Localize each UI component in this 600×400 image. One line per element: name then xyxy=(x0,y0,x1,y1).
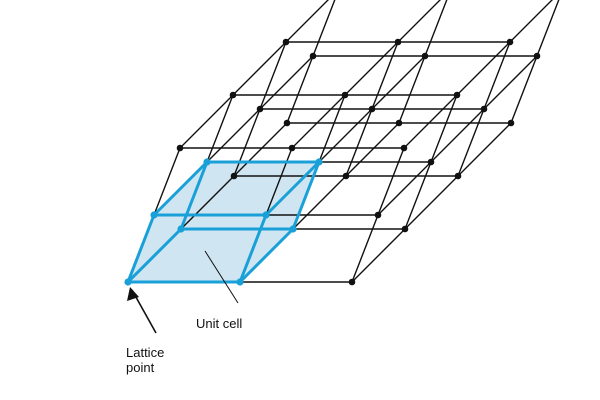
lattice-point-label-line1: Lattice xyxy=(126,345,165,360)
unit-cell-edge xyxy=(152,160,209,217)
lattice-line xyxy=(291,94,346,149)
unit-cell-point xyxy=(203,158,211,166)
lattice-point xyxy=(342,172,350,180)
lattice-line xyxy=(403,94,458,149)
lattice-line xyxy=(318,108,373,163)
lattice-line xyxy=(344,41,399,96)
unit-cell-edge xyxy=(291,160,321,231)
lattice-point xyxy=(283,119,291,127)
lattice-line xyxy=(206,94,234,163)
callout-lines xyxy=(127,250,239,334)
lattice-point xyxy=(507,119,515,127)
lattice-line xyxy=(312,0,336,57)
lattice-line xyxy=(259,41,287,110)
lattice-line xyxy=(265,147,293,216)
lattice-line xyxy=(206,108,261,163)
lattice-line xyxy=(483,55,538,110)
lattice-line xyxy=(233,108,261,177)
unit-cell-point xyxy=(236,278,244,286)
lattice-point xyxy=(427,158,435,166)
lattice-line xyxy=(457,122,512,177)
lattice-point xyxy=(368,105,376,113)
lattice-line xyxy=(509,0,553,43)
unit-cell-edge xyxy=(264,160,321,217)
unit-cell-outline xyxy=(126,160,321,284)
lattice-point xyxy=(395,119,403,127)
lattice-line xyxy=(377,147,405,216)
lattice-line xyxy=(259,55,314,110)
unit-cell-edge xyxy=(238,213,268,284)
unit-cell-point xyxy=(124,278,132,286)
lattice-line xyxy=(457,108,485,177)
unit-cell-leader-line xyxy=(204,250,239,304)
lattice-line xyxy=(233,122,288,177)
unit-cell-edge xyxy=(179,160,209,231)
lattice-line xyxy=(398,55,426,124)
lattice-line xyxy=(318,94,346,163)
lattice-line xyxy=(397,0,441,43)
lattice-point-label: Lattice point xyxy=(126,345,164,375)
lattice-point xyxy=(533,52,541,60)
lattice-line xyxy=(292,175,347,230)
lattice-point xyxy=(401,225,409,233)
lattice-point xyxy=(421,52,429,60)
lattice-line xyxy=(286,55,314,124)
lattice-point xyxy=(341,91,349,99)
lattice-line xyxy=(371,55,426,110)
lattice-line xyxy=(351,228,406,283)
lattice-point xyxy=(400,144,408,152)
lattice-line xyxy=(404,175,459,230)
lattice-line xyxy=(377,161,432,216)
lattice-point xyxy=(348,278,356,286)
lattice-line xyxy=(456,41,511,96)
lattice-line xyxy=(430,94,458,163)
lattice-grid-lines xyxy=(153,0,560,283)
lattice-point xyxy=(506,38,514,46)
lattice-line xyxy=(483,41,511,110)
unit-cell-point xyxy=(150,211,158,219)
lattice-line xyxy=(430,108,485,163)
lattice-line xyxy=(371,41,399,110)
lattice-line xyxy=(424,0,448,57)
lattice-point xyxy=(480,105,488,113)
unit-cell-point xyxy=(289,225,297,233)
unit-cell-edge xyxy=(126,213,156,284)
lattice-point xyxy=(282,38,290,46)
lattice-point-label-line2: point xyxy=(126,360,155,375)
lattice-line xyxy=(404,161,432,230)
lattice-point xyxy=(229,91,237,99)
unit-cell-point xyxy=(315,158,323,166)
lattice-line xyxy=(179,94,234,149)
lattice-point xyxy=(453,91,461,99)
unit-cell-edge xyxy=(126,227,183,284)
unit-cell-shading xyxy=(128,162,319,282)
lattice-point xyxy=(394,38,402,46)
lattice-point xyxy=(176,144,184,152)
lattice-line xyxy=(345,122,400,177)
lattice-line xyxy=(510,55,538,124)
lattice-line xyxy=(536,0,560,57)
unit-cell-edge xyxy=(238,227,295,284)
lattice-line xyxy=(153,147,181,216)
lattice-line xyxy=(345,108,373,177)
lattice-point xyxy=(230,172,238,180)
lattice-point xyxy=(256,105,264,113)
unit-cell-label: Unit cell xyxy=(196,316,243,331)
unit-cell-face xyxy=(128,162,319,282)
lattice-point xyxy=(288,144,296,152)
lattice-line xyxy=(232,41,287,96)
lattice-points xyxy=(124,38,541,286)
lattice-point-arrowhead xyxy=(127,287,139,301)
unit-cell-point xyxy=(262,211,270,219)
lattice-line xyxy=(285,0,329,43)
unit-cell-point xyxy=(177,225,185,233)
lattice-point xyxy=(454,172,462,180)
lattice-point xyxy=(309,52,317,60)
lattice-line xyxy=(351,214,379,283)
lattice-point xyxy=(374,211,382,219)
lattice-line xyxy=(180,175,235,230)
